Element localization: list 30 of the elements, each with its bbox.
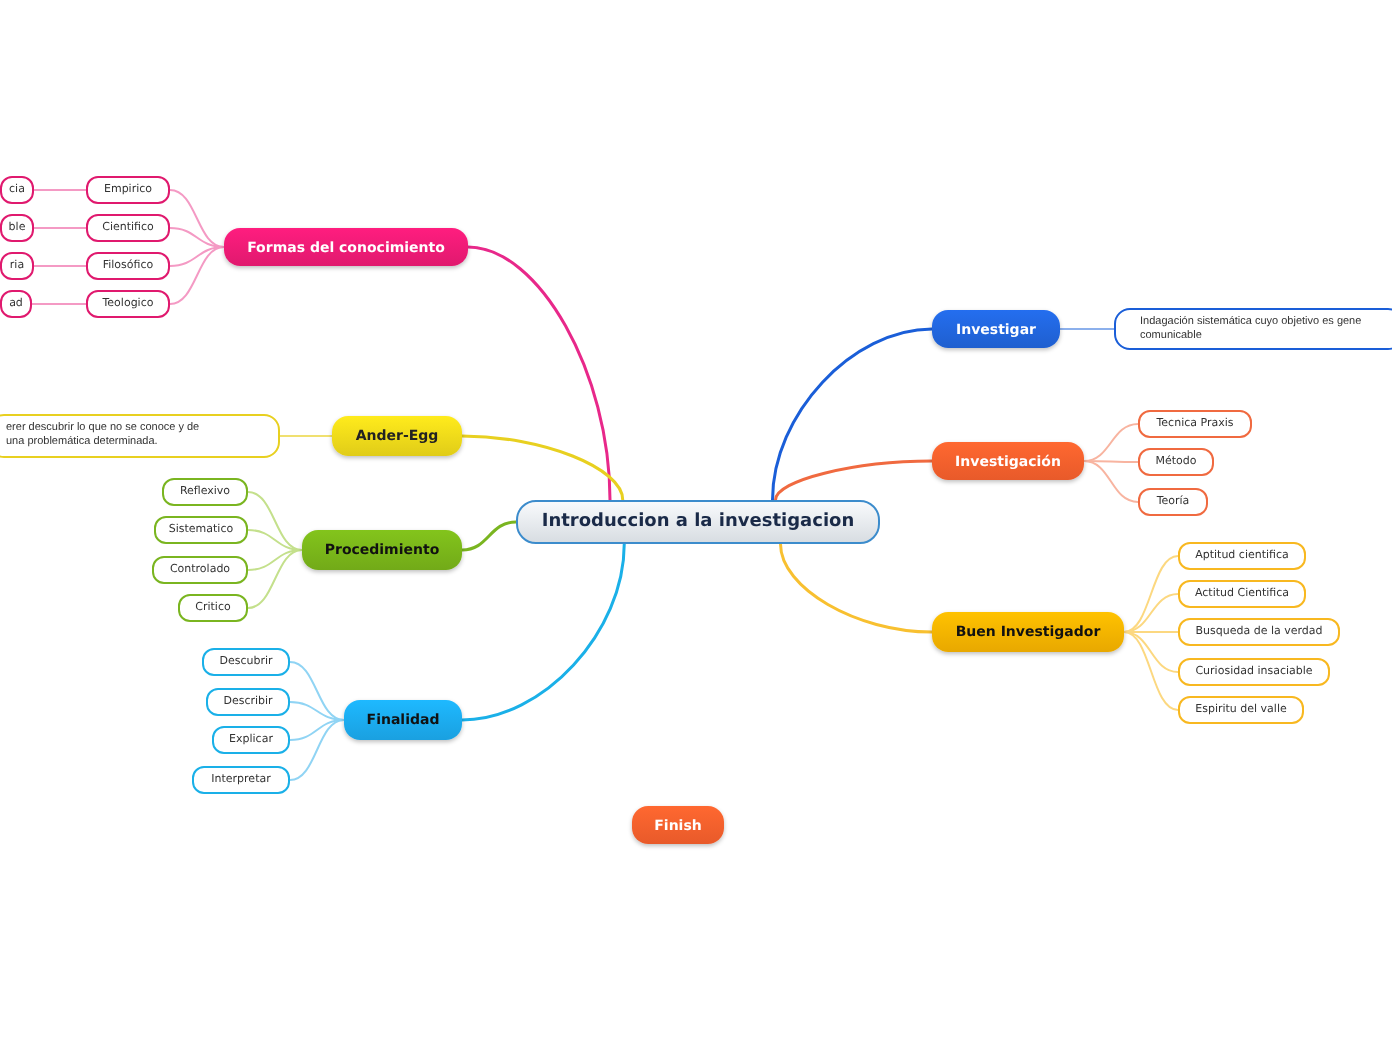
central-topic: Introduccion a la investigacion — [516, 500, 880, 544]
connector-line — [461, 434, 625, 501]
connector-line — [779, 543, 933, 634]
connector-line — [279, 435, 333, 437]
connector-line — [1123, 631, 1179, 673]
connector-line — [289, 719, 345, 781]
connector-line — [33, 265, 87, 267]
connector-line — [1123, 631, 1179, 711]
connector-line — [1123, 593, 1179, 633]
connector-line — [467, 245, 612, 501]
connector-line — [169, 189, 225, 248]
connector-line — [1123, 555, 1179, 633]
connector-line — [169, 246, 225, 267]
connector-line — [461, 520, 517, 552]
connector-line — [1059, 328, 1115, 330]
connector-line — [247, 549, 303, 609]
connector-line — [169, 246, 225, 305]
connector-line — [771, 327, 933, 501]
connector-line — [289, 661, 345, 721]
connector-line — [33, 227, 87, 229]
connector-line — [1083, 423, 1139, 462]
connector-line — [1083, 460, 1139, 463]
connector-line — [33, 189, 87, 191]
connector-line — [289, 719, 345, 741]
connector-line — [1083, 460, 1139, 503]
connector-line — [774, 459, 933, 501]
connector-line — [247, 491, 303, 551]
connector-line — [247, 549, 303, 571]
connector-line — [31, 303, 87, 305]
connector-line — [461, 543, 626, 722]
